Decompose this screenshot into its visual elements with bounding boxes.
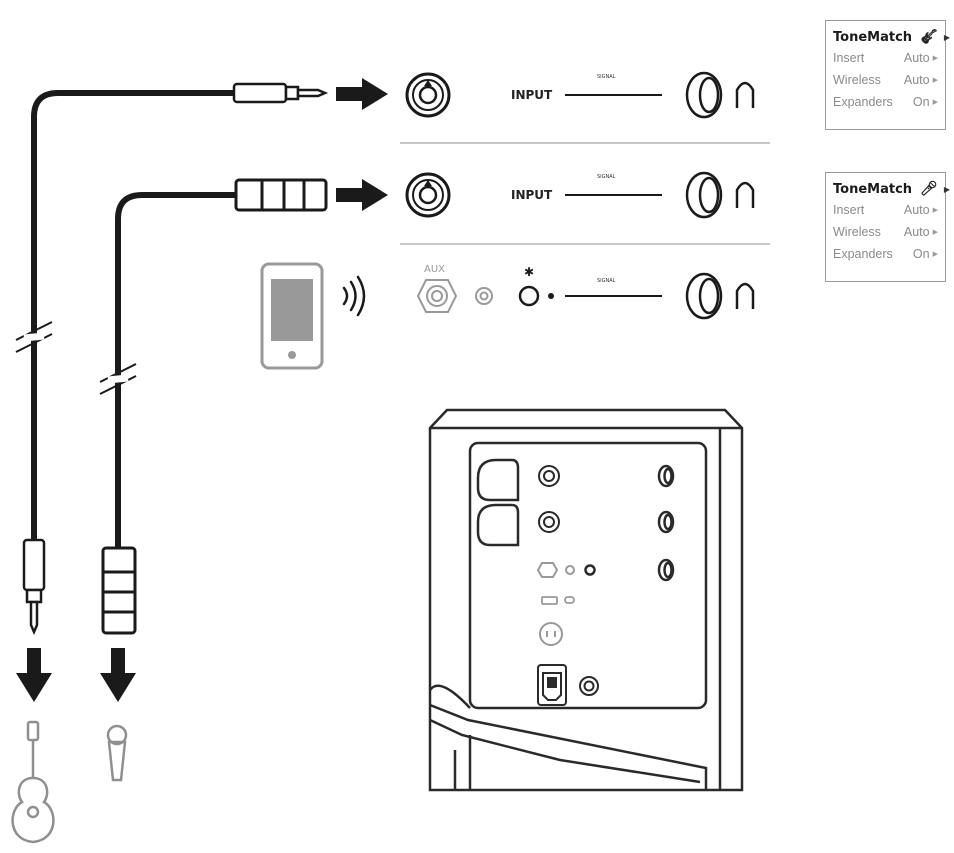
microphone-icon: 🎤︎ xyxy=(920,181,938,197)
menu-row: Expanders On▶ xyxy=(833,91,938,113)
menu-title-row: ToneMatch 🎤︎ ▶ xyxy=(833,179,950,199)
tonematch-menu-microphone: ToneMatch 🎤︎ ▶ Insert Auto▶ Wireless Aut… xyxy=(825,172,950,282)
menu-row-label: Expanders xyxy=(833,95,893,109)
menu-title: ToneMatch xyxy=(833,29,913,45)
menu-row-label: Insert xyxy=(833,51,865,65)
channel-knob-icon xyxy=(685,71,755,119)
bluetooth-button-icon xyxy=(518,285,540,307)
channel-input-label: INPUT xyxy=(511,188,553,202)
arrow-right-icon xyxy=(336,179,388,211)
combo-jack-icon xyxy=(405,72,451,118)
menu-row: Insert Auto▶ xyxy=(833,47,938,69)
menu-row: Wireless Auto▶ xyxy=(833,221,938,243)
triangle-right-icon: ▶ xyxy=(932,229,938,236)
channel-input-label: INPUT xyxy=(511,88,553,102)
bluetooth-led-icon xyxy=(548,293,554,299)
menu-row: Wireless Auto▶ xyxy=(833,69,938,91)
xlr-plug-bottom xyxy=(101,546,137,635)
panel-knob-icon xyxy=(657,464,675,582)
signal-label: SIGNAL xyxy=(597,74,616,80)
menu-row-value: Auto xyxy=(903,73,930,87)
panel-ac-inlet-icon xyxy=(537,664,599,706)
microphone-icon xyxy=(106,724,128,782)
xlr-plug-top xyxy=(234,178,328,212)
panel-power-connector-icon xyxy=(539,622,563,646)
panel-aux-row-icon xyxy=(536,562,596,578)
guitar-icon: 🎸︎ xyxy=(920,29,938,45)
bluetooth-icon: ✱ xyxy=(524,265,534,279)
menu-row-value: Auto xyxy=(903,51,930,65)
menu-row-label: Wireless xyxy=(833,73,881,87)
panel-usb-icon xyxy=(541,596,575,605)
menu-row-label: Expanders xyxy=(833,247,893,261)
wireless-signal-icon xyxy=(342,275,366,317)
triangle-right-icon: ▶ xyxy=(932,251,938,258)
speaker-rear-panel xyxy=(428,408,744,792)
menu-title-row: ToneMatch 🎸︎ ▶ xyxy=(833,27,950,47)
quarter-inch-plug-top xyxy=(232,82,329,104)
aux-jack-icon xyxy=(416,279,458,313)
menu-title: ToneMatch xyxy=(833,181,913,197)
triangle-right-icon: ▶ xyxy=(943,184,950,194)
triangle-right-icon: ▶ xyxy=(932,55,938,62)
menu-row-value: On xyxy=(912,95,930,109)
triangle-right-icon: ▶ xyxy=(943,32,950,42)
menu-row-label: Insert xyxy=(833,203,865,217)
combo-jack-icon xyxy=(405,172,451,218)
panel-combo-jack-icon xyxy=(538,465,560,533)
smartphone-icon xyxy=(260,262,324,370)
triangle-right-icon: ▶ xyxy=(932,99,938,106)
menu-row: Insert Auto▶ xyxy=(833,199,938,221)
arrow-right-icon xyxy=(336,78,388,110)
signal-label: SIGNAL xyxy=(597,278,616,284)
arrow-down-icon xyxy=(16,648,52,702)
channel-knob-icon xyxy=(685,171,755,219)
menu-row-label: Wireless xyxy=(833,225,881,239)
aux-label: AUX xyxy=(424,264,445,275)
menu-row-value: Auto xyxy=(903,225,930,239)
menu-row: Expanders On▶ xyxy=(833,243,938,265)
quarter-inch-plug-bottom xyxy=(22,538,46,636)
acoustic-guitar-icon xyxy=(11,720,55,844)
guitar-cable xyxy=(15,90,234,540)
aux-small-jack-icon xyxy=(475,287,493,305)
menu-row-value: On xyxy=(912,247,930,261)
arrow-down-icon xyxy=(100,648,136,702)
triangle-right-icon: ▶ xyxy=(932,77,938,84)
mic-cable xyxy=(99,192,236,548)
signal-label: SIGNAL xyxy=(597,174,616,180)
triangle-right-icon: ▶ xyxy=(932,207,938,214)
channel-knob-icon xyxy=(685,272,755,320)
menu-row-value: Auto xyxy=(903,203,930,217)
tonematch-menu-guitar: ToneMatch 🎸︎ ▶ Insert Auto▶ Wireless Aut… xyxy=(825,20,950,130)
